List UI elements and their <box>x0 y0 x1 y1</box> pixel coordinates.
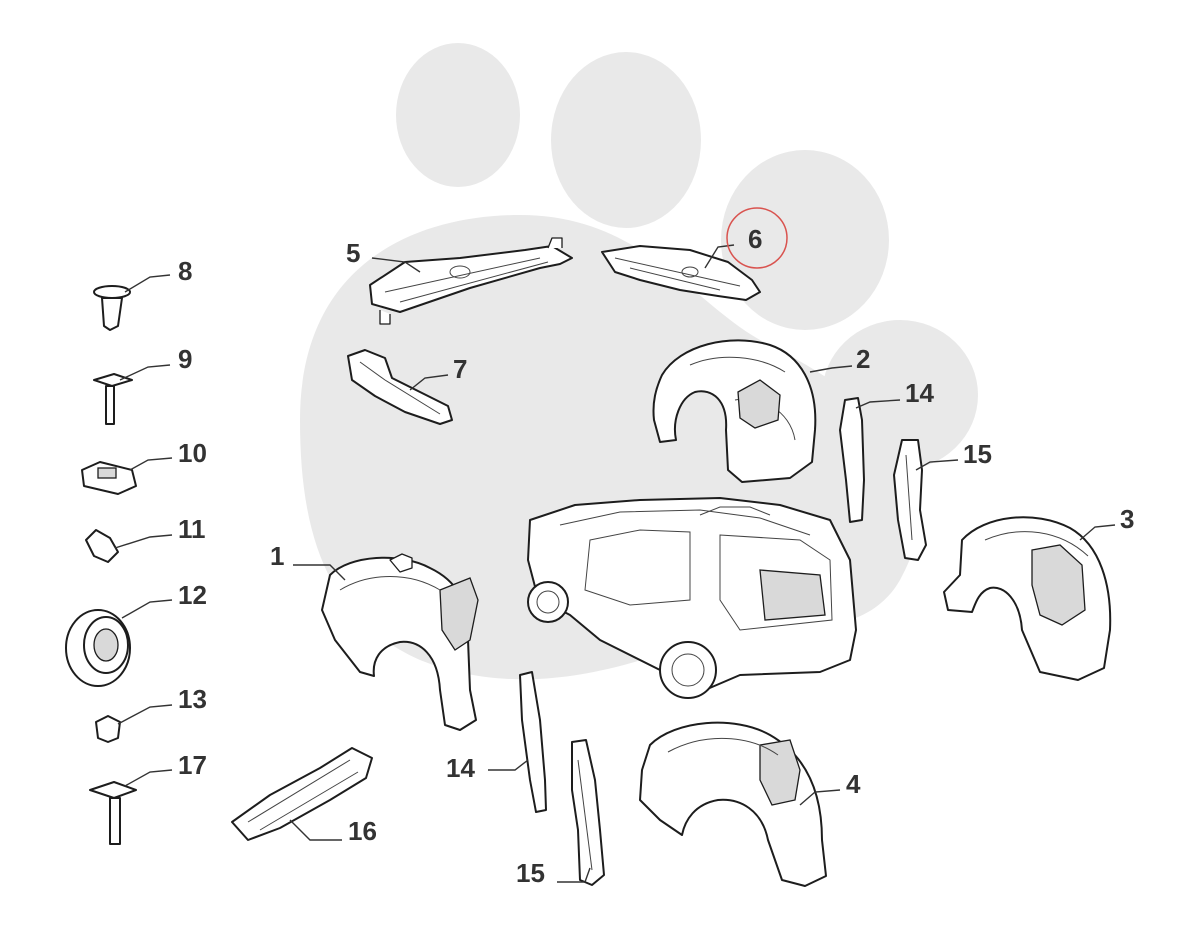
part-9-screw <box>93 373 133 425</box>
callout-13: 13 <box>178 684 207 714</box>
part-14-strip-lower <box>519 671 547 813</box>
callout-14-lower: 14 <box>446 753 475 783</box>
callout-11: 11 <box>178 514 206 544</box>
callout-10: 10 <box>178 438 207 468</box>
part-11-plug <box>85 529 119 563</box>
callout-3: 3 <box>1120 504 1134 534</box>
part-3-liner <box>943 516 1112 681</box>
part-8-pushpin <box>93 285 131 331</box>
leader-lines <box>114 244 1116 883</box>
callout-15-lower: 15 <box>516 858 545 888</box>
part-15-bracket-lower <box>571 739 605 886</box>
part-15-bracket-upper <box>893 439 927 561</box>
part-5-tray <box>369 237 573 325</box>
part-7-bracket <box>347 349 453 425</box>
callout-12: 12 <box>178 580 207 610</box>
part-10-nut-clip <box>81 461 137 495</box>
part-4-liner <box>639 721 827 887</box>
callout-6: 6 <box>748 224 762 254</box>
callout-labels: 5 6 7 2 14 15 3 1 14 15 4 16 8 9 10 11 1… <box>178 224 1134 888</box>
part-14-strip-upper <box>839 397 865 523</box>
callout-17: 17 <box>178 750 207 780</box>
part-1-liner <box>321 553 479 731</box>
callout-5: 5 <box>346 238 360 268</box>
callout-15-upper: 15 <box>963 439 992 469</box>
callout-2: 2 <box>856 344 870 374</box>
part-13-clip <box>95 715 121 743</box>
callout-4: 4 <box>846 769 861 799</box>
callout-14-upper: 14 <box>905 378 934 408</box>
vehicle-illustration <box>527 497 857 699</box>
callout-9: 9 <box>178 344 192 374</box>
part-17-bolt <box>89 781 137 845</box>
part-2-liner <box>652 339 817 483</box>
part-16-duct <box>231 747 373 841</box>
callout-1: 1 <box>270 541 284 571</box>
callout-7: 7 <box>453 354 467 384</box>
part-12-grommet <box>65 609 131 687</box>
part-6-cover <box>601 245 761 301</box>
callout-16: 16 <box>348 816 377 846</box>
callout-8: 8 <box>178 256 192 286</box>
highlight-circle <box>726 207 788 269</box>
